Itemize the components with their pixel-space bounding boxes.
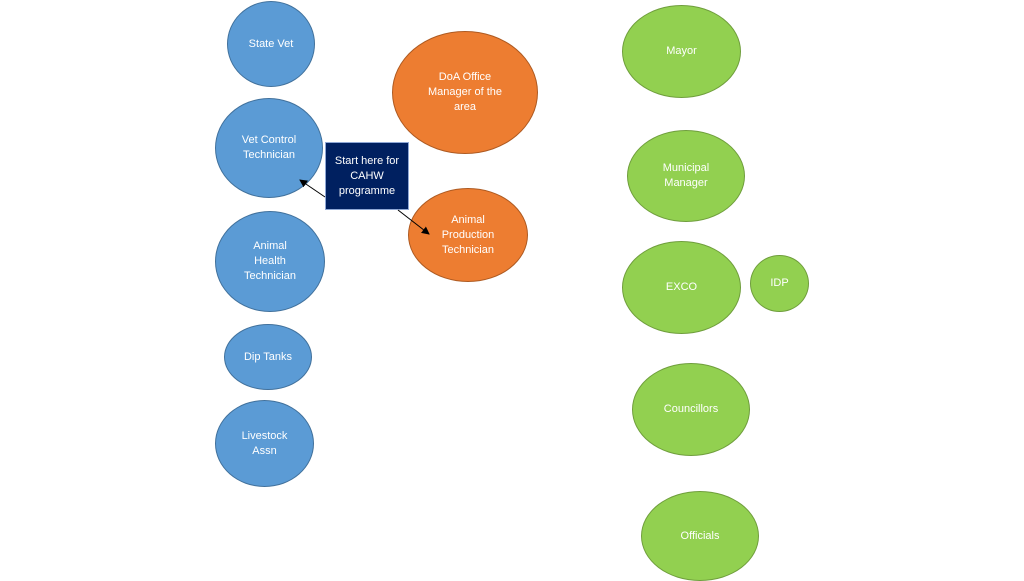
start-box-label: Start here for CAHW programme xyxy=(334,154,400,197)
node-label: Councillors xyxy=(663,403,719,415)
node-exco: EXCO xyxy=(622,241,741,334)
node-label: DoA Office Manager of the area xyxy=(428,71,502,113)
start-here-box: Start here for CAHW programme xyxy=(325,142,409,210)
node-label: Officials xyxy=(680,529,720,542)
node-dip-tanks: Dip Tanks xyxy=(224,324,312,390)
node-label: Municipal Manager xyxy=(662,162,710,189)
node-label: Vet Control Technician xyxy=(241,134,297,161)
node-label: Animal Health Technician xyxy=(244,240,296,282)
node-state-vet: State Vet xyxy=(227,1,315,87)
node-councillors: Councillors xyxy=(632,363,750,456)
node-municipal-manager: Municipal Manager xyxy=(627,130,745,222)
node-animal-health-technician: Animal Health Technician xyxy=(215,211,325,312)
node-label: Animal Production Technician xyxy=(441,213,495,256)
node-label: Mayor xyxy=(666,45,697,57)
node-animal-production-technician: Animal Production Technician xyxy=(408,188,528,282)
node-label: State Vet xyxy=(248,37,294,50)
node-livestock-assn: Livestock Assn xyxy=(215,400,314,487)
node-label: IDP xyxy=(770,277,789,289)
node-officials: Officials xyxy=(641,491,759,581)
node-label: Dip Tanks xyxy=(243,350,293,363)
node-mayor: Mayor xyxy=(622,5,741,98)
node-label: Livestock Assn xyxy=(241,429,288,457)
node-label: EXCO xyxy=(665,281,698,293)
node-doa-office-manager: DoA Office Manager of the area xyxy=(392,31,538,154)
node-vet-control-technician: Vet Control Technician xyxy=(215,98,323,198)
node-idp: IDP xyxy=(750,255,809,312)
